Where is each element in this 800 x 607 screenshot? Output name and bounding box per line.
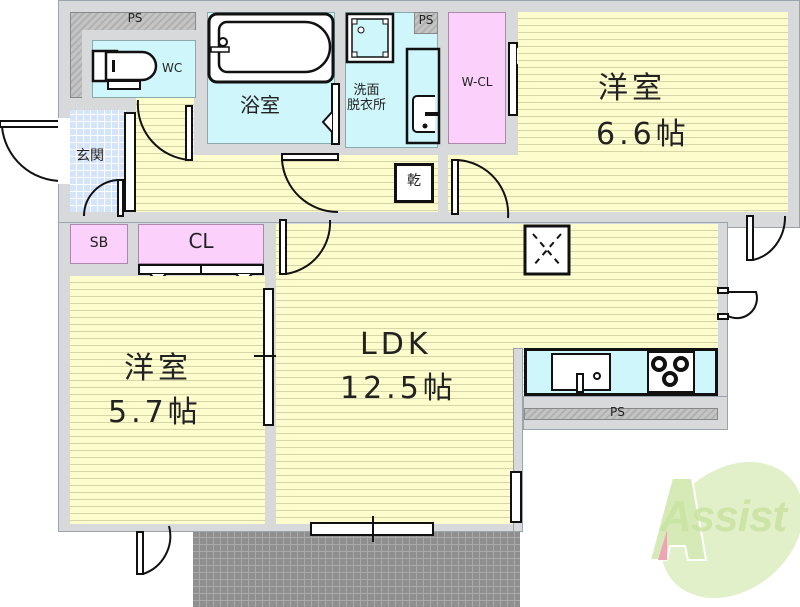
hall-door-icon (83, 179, 124, 217)
washroom-label-line1: 洗面 (353, 83, 380, 98)
toilet-icon (91, 49, 158, 90)
room1-balcony-door-icon (746, 215, 787, 261)
dryer-label: 乾 (407, 173, 421, 189)
bathroom-label: 浴室 (240, 93, 280, 117)
wc-door-icon (136, 99, 193, 161)
hallway-floor-2 (136, 155, 438, 212)
bathroom-door-icon (321, 83, 340, 145)
entrance-door-opening[interactable] (58, 118, 70, 184)
bathtub-icon (207, 12, 335, 84)
gas-stove-icon (647, 351, 695, 393)
washroom-label-line2: 脱衣所 (347, 97, 387, 113)
kitchen-sink-icon (551, 353, 611, 393)
western-room-1-ext (448, 155, 788, 212)
vanity-sink-icon (405, 47, 441, 145)
pipe-space-wash-label: PS (418, 13, 434, 27)
washing-machine-icon (345, 12, 395, 64)
western-room-1-name: 洋室 (598, 71, 666, 106)
entrance-label: 玄関 (76, 148, 104, 164)
pipe-space-wash (414, 12, 438, 34)
ldk-right-wall (513, 348, 523, 532)
ldk-side-window[interactable] (510, 471, 522, 523)
dryer-box (394, 163, 434, 203)
pipe-space-kitchen (524, 408, 718, 420)
refrigerator-icon (523, 224, 571, 276)
western-room-2 (70, 276, 265, 524)
room2-balcony-door-icon (136, 525, 172, 575)
closet (138, 224, 264, 264)
room1-door-icon (451, 159, 510, 219)
sliding-partition[interactable] (263, 288, 274, 426)
walk-in-closet (448, 12, 506, 144)
ldk-room (276, 224, 718, 524)
kitchen-door-icon (717, 287, 758, 320)
assist-logo-watermark (648, 461, 800, 599)
pipe-space-label: PS (127, 11, 143, 25)
closet-label: CL (188, 229, 214, 253)
shoe-box-label: SB (89, 235, 109, 251)
entrance-tile (70, 110, 126, 212)
ldk-name: LDK (360, 327, 432, 362)
window-mark (372, 516, 374, 542)
washroom-label: 洗面 脱衣所 (347, 83, 387, 114)
ldk-door-icon (279, 219, 332, 275)
toilet-label: WC (162, 61, 183, 75)
western-room-2-name: 洋室 (124, 351, 192, 386)
partition-mark (254, 355, 284, 357)
ldk-size: 12.5帖 (340, 371, 457, 406)
washroom-door-icon (281, 153, 339, 214)
walk-in-closet-label: W-CL (461, 75, 493, 89)
pipe-space-kitchen-label: PS (610, 405, 625, 419)
shoe-cabinet-panel (124, 112, 136, 212)
assist-logo-text: Assist (660, 492, 787, 541)
western-room-2-size: 5.7帖 (108, 395, 202, 430)
shoe-box (70, 224, 128, 264)
western-room-1-size: 6.6帖 (596, 117, 690, 152)
balcony (193, 532, 520, 607)
